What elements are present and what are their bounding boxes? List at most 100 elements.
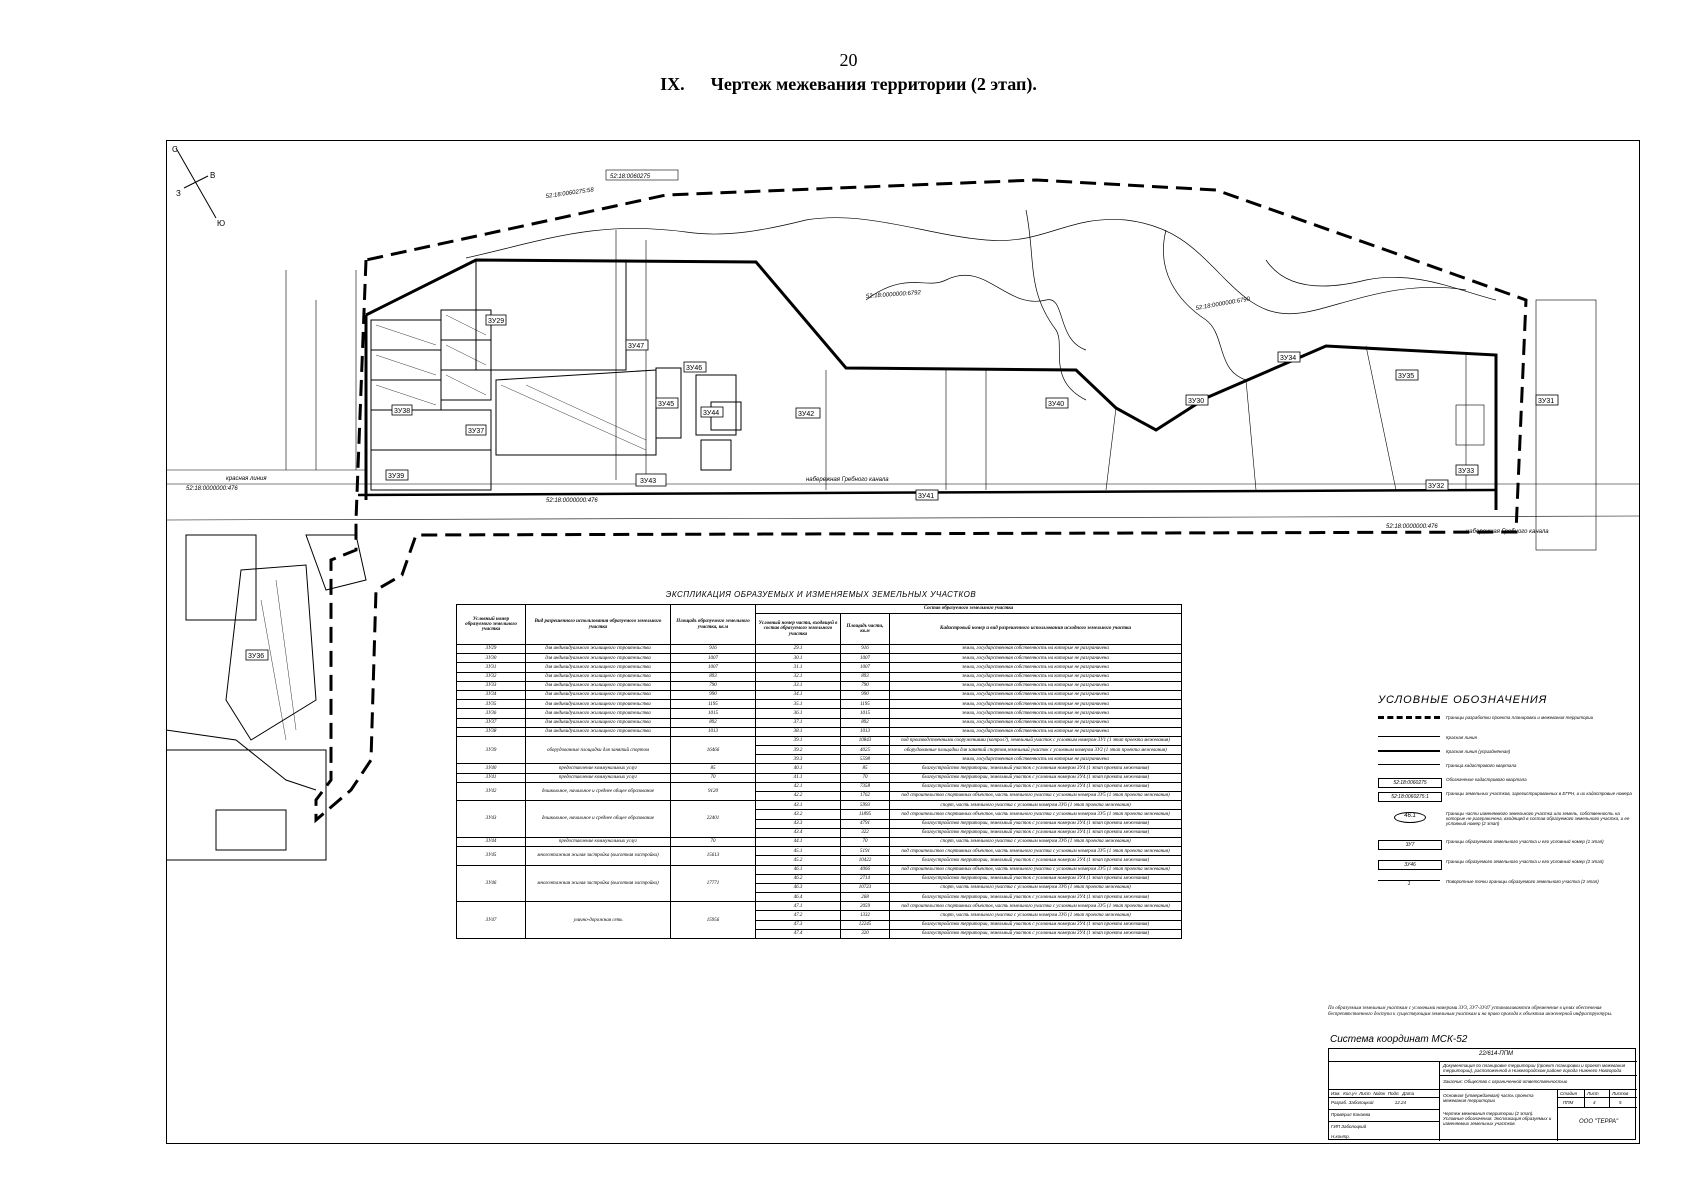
source-parcel: благоустройство территории, земельный уч… xyxy=(889,827,1182,838)
legend-symbol-label: 46.1 xyxy=(1404,813,1416,819)
terrain-contours xyxy=(465,209,1497,401)
part-area: 322 xyxy=(840,827,890,838)
source-parcel: под строительство спортивных объектов, ч… xyxy=(889,809,1182,820)
parcel-area: 1007 xyxy=(670,662,756,673)
legend-symbol-label: 3У46 xyxy=(1404,862,1416,868)
legend-item: Красная линия xyxy=(1378,732,1640,746)
legend-symbol xyxy=(1378,764,1440,773)
part-id: 36.1 xyxy=(755,708,841,719)
stage-header: Стадия xyxy=(1560,1091,1577,1096)
part-area: 893 xyxy=(840,671,890,682)
source-parcel: спорт, часть земельного участка с условн… xyxy=(889,882,1182,894)
parcel-area: 17771 xyxy=(670,864,756,903)
legend-text: Границы части изменяемого земельного уча… xyxy=(1446,811,1630,826)
legend-symbol: 3У7 xyxy=(1378,840,1442,850)
part-id: 46.4 xyxy=(755,892,841,903)
source-parcel: благоустройство территории, земельный уч… xyxy=(889,919,1182,930)
parcel-id: 3У46 xyxy=(456,864,526,903)
part-area: 320 xyxy=(840,928,890,940)
legend-text: Границы земельных участков, зарегистриро… xyxy=(1446,791,1632,796)
map-parcel-label: 3У46 xyxy=(686,365,702,372)
part-id: 39.1 xyxy=(755,735,841,747)
part-area: 268 xyxy=(840,892,890,903)
source-parcel: спорт, часть земельного участка с условн… xyxy=(889,836,1182,848)
part-area: 5191 xyxy=(840,846,890,857)
sheet-value: 4 xyxy=(1593,1100,1596,1105)
title-block: 22/614-ППМ Документация по планировке те… xyxy=(1328,1048,1637,1141)
coordinate-system: Система координат МСК-52 xyxy=(1330,1034,1468,1045)
part-id: 40.1 xyxy=(755,763,841,774)
legend-symbol xyxy=(1378,750,1440,760)
map-parcel-label: 3У41 xyxy=(918,493,934,500)
part-area: 916 xyxy=(840,643,890,655)
legend-item: Красная линия (упразднённая) xyxy=(1378,746,1640,760)
part-id: 43.2 xyxy=(755,809,841,820)
part-id: 33.1 xyxy=(755,680,841,691)
drawing-name: Чертеж межевания территории (2 этап). Ус… xyxy=(1443,1111,1552,1126)
source-parcel: под строительство спортивных объектов, ч… xyxy=(889,790,1182,802)
role-header: Кол.уч xyxy=(1343,1091,1357,1096)
source-parcel: земли, государственная собственность на … xyxy=(889,671,1182,682)
map-parcel-label: 3У42 xyxy=(798,411,814,418)
part-area: 12245 xyxy=(840,919,890,930)
role-headers: Изм. Кол.уч Лист №док Подп. Дата xyxy=(1331,1091,1414,1096)
part-area: 1013 xyxy=(840,726,890,737)
source-parcel: спорт, часть земельного участка с условн… xyxy=(889,800,1182,811)
developer-name: Заболоцкий xyxy=(1348,1100,1374,1105)
legend-text: Красная линия (упразднённая) xyxy=(1446,749,1511,754)
part-id: 37.1 xyxy=(755,717,841,728)
part-area: 70 xyxy=(840,772,890,783)
col-header: Условный номер части, входящей в состав … xyxy=(755,613,841,645)
map-parcel-label: 3У40 xyxy=(1048,401,1064,408)
part-id: 45.1 xyxy=(755,846,841,857)
legend: УСЛОВНЫЕ ОБОЗНАЧЕНИЯ Границы разработки … xyxy=(1378,694,1640,896)
map-parcel-label: 3У39 xyxy=(388,473,404,480)
part-id: 46.1 xyxy=(755,864,841,875)
source-parcel: благоустройство территории, земельный уч… xyxy=(889,763,1182,774)
parcel-area: 1015 xyxy=(670,708,756,719)
map-parcel-label: 3У47 xyxy=(628,343,644,350)
permitted-use: улично-дорожная сеть xyxy=(525,901,671,939)
part-area: 2059 xyxy=(840,901,890,912)
project-boundary xyxy=(314,178,1528,824)
legend-text: Граница кадастрового квартала xyxy=(1446,763,1517,768)
legend-text: Красная линия xyxy=(1446,735,1477,740)
permitted-use: для индивидуального жилищного строительс… xyxy=(525,680,671,691)
source-parcel: благоустройство территории, земельный уч… xyxy=(889,818,1182,829)
source-parcel: земли, государственная собственность на … xyxy=(889,643,1182,655)
part-area: 1195 xyxy=(840,699,890,710)
part-area: 5993 xyxy=(840,800,890,811)
part-area: 4066 xyxy=(840,864,890,875)
encumbrance-note: По образуемым земельным участкам с услов… xyxy=(1328,1006,1613,1017)
source-parcel: земли, государственная собственность на … xyxy=(889,653,1182,664)
source-parcel: земли, государственная собственность на … xyxy=(889,708,1182,719)
legend-symbol-label: 52:18:0060275 xyxy=(1393,780,1427,786)
part-id: 43.1 xyxy=(755,800,841,811)
source-parcel: под строительство спортивных объектов, ч… xyxy=(889,846,1182,857)
sheets-value: 5 xyxy=(1619,1100,1622,1105)
parcel-id: 3У37 xyxy=(456,717,526,728)
legend-symbol: 1 xyxy=(1378,880,1440,889)
legend-text: Границы образуемого земельного участка и… xyxy=(1446,839,1604,844)
parcel-id: 3У44 xyxy=(456,836,526,848)
permitted-use: для индивидуального жилищного строительс… xyxy=(525,643,671,655)
cadastral-label: 52:18:0000000:6792 xyxy=(866,290,922,300)
part-area: 790 xyxy=(840,680,890,691)
